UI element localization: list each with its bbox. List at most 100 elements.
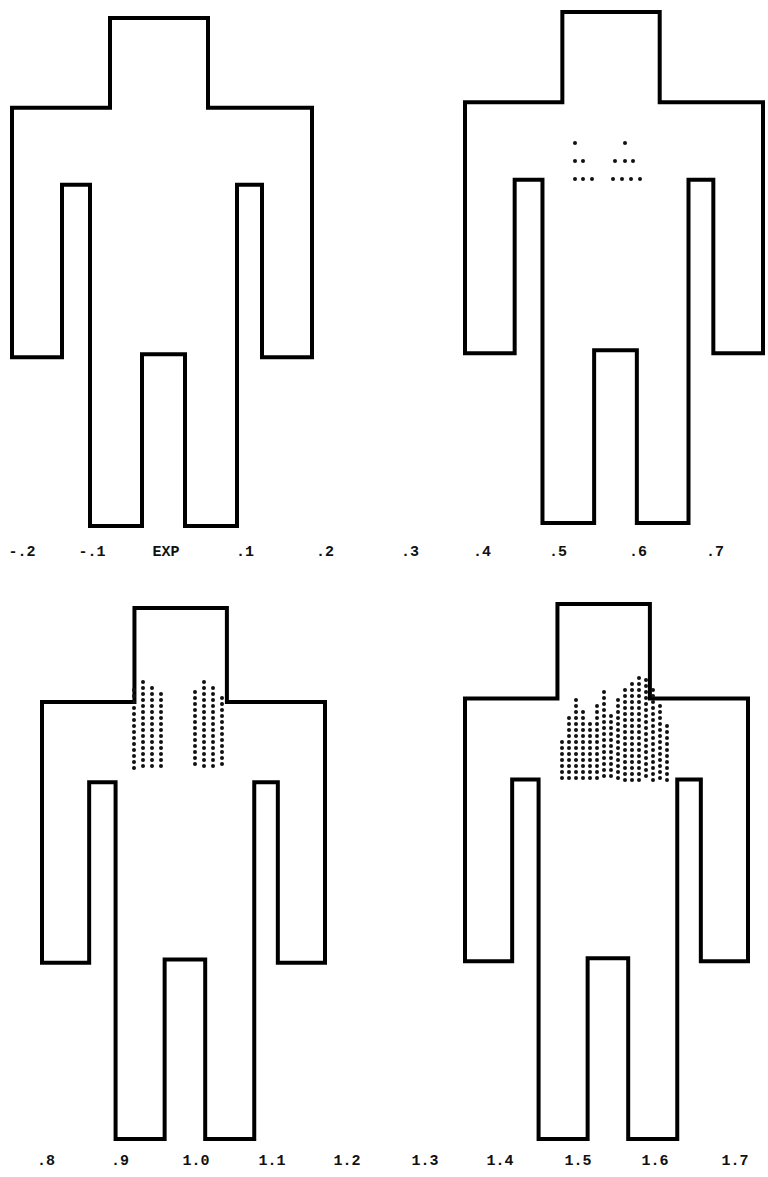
data-dot bbox=[581, 177, 585, 181]
scale-value: 1.4 bbox=[486, 1154, 513, 1169]
data-dot bbox=[595, 704, 599, 708]
scale-value: 1.0 bbox=[182, 1154, 209, 1169]
data-dot bbox=[595, 728, 599, 732]
data-dot bbox=[202, 716, 206, 720]
data-dot bbox=[644, 762, 648, 766]
data-dot bbox=[567, 722, 571, 726]
data-dot bbox=[644, 756, 648, 760]
data-dot bbox=[613, 159, 617, 163]
data-dot bbox=[132, 742, 136, 746]
data-dot bbox=[211, 692, 215, 696]
data-dot bbox=[132, 748, 136, 752]
data-dot bbox=[637, 676, 641, 680]
data-dot bbox=[651, 778, 655, 782]
data-dot bbox=[658, 770, 662, 774]
data-dot bbox=[193, 702, 197, 706]
data-dot bbox=[609, 762, 613, 766]
data-dot bbox=[637, 736, 641, 740]
data-dot bbox=[202, 722, 206, 726]
data-dot bbox=[159, 722, 163, 726]
scale-value: 1.2 bbox=[333, 1154, 360, 1169]
data-dot bbox=[637, 682, 641, 686]
data-dot bbox=[588, 746, 592, 750]
scale-value: .2 bbox=[316, 545, 334, 560]
data-dot bbox=[623, 712, 627, 716]
data-dot bbox=[609, 720, 613, 724]
data-dot bbox=[202, 686, 206, 690]
data-dot bbox=[609, 714, 613, 718]
data-dot bbox=[193, 726, 197, 730]
data-dot bbox=[211, 752, 215, 756]
data-dot bbox=[651, 694, 655, 698]
data-dot bbox=[595, 770, 599, 774]
data-dot bbox=[644, 738, 648, 742]
data-dot bbox=[581, 722, 585, 726]
data-dot bbox=[211, 734, 215, 738]
data-dot bbox=[573, 177, 577, 181]
data-dot bbox=[602, 726, 606, 730]
data-dot bbox=[665, 754, 669, 758]
data-dot bbox=[141, 716, 145, 720]
data-dot bbox=[141, 692, 145, 696]
data-dot bbox=[132, 706, 136, 710]
data-dot bbox=[560, 764, 564, 768]
data-dot bbox=[658, 776, 662, 780]
data-dot bbox=[193, 714, 197, 718]
scale-value: 1.3 bbox=[411, 1154, 438, 1169]
scale-value: .9 bbox=[111, 1154, 129, 1169]
data-dot bbox=[132, 700, 136, 704]
data-dot bbox=[141, 722, 145, 726]
data-dot bbox=[616, 734, 620, 738]
data-dot bbox=[602, 774, 606, 778]
data-dot bbox=[211, 710, 215, 714]
data-dot bbox=[220, 738, 224, 742]
data-dot bbox=[616, 716, 620, 720]
data-dot bbox=[574, 776, 578, 780]
data-dot bbox=[602, 744, 606, 748]
data-dot bbox=[616, 758, 620, 762]
data-dot bbox=[630, 718, 634, 722]
scale-value: .4 bbox=[473, 545, 491, 560]
data-dot bbox=[595, 764, 599, 768]
data-dot bbox=[665, 766, 669, 770]
scale-value: 1.5 bbox=[564, 1154, 591, 1169]
data-dot bbox=[132, 724, 136, 728]
data-dot bbox=[616, 770, 620, 774]
data-dot bbox=[581, 728, 585, 732]
data-dot bbox=[623, 736, 627, 740]
data-dot bbox=[581, 159, 585, 163]
data-dot bbox=[193, 720, 197, 724]
data-dot bbox=[616, 728, 620, 732]
data-dot bbox=[132, 694, 136, 698]
data-dot bbox=[602, 690, 606, 694]
scale-value: .7 bbox=[706, 545, 724, 560]
data-dot bbox=[202, 752, 206, 756]
data-dot bbox=[595, 722, 599, 726]
data-dot bbox=[588, 764, 592, 768]
data-dot bbox=[588, 740, 592, 744]
data-dot bbox=[637, 778, 641, 782]
data-dot bbox=[150, 698, 154, 702]
data-dot bbox=[159, 752, 163, 756]
data-dot bbox=[644, 696, 648, 700]
data-dot bbox=[609, 744, 613, 748]
data-dot bbox=[630, 730, 634, 734]
data-dot bbox=[141, 710, 145, 714]
data-dot bbox=[574, 710, 578, 714]
data-dot bbox=[651, 760, 655, 764]
data-dot bbox=[644, 726, 648, 730]
data-dot bbox=[567, 746, 571, 750]
data-dot bbox=[630, 748, 634, 752]
data-dot bbox=[220, 702, 224, 706]
data-dot bbox=[637, 772, 641, 776]
data-dot bbox=[150, 764, 154, 768]
data-dot bbox=[220, 720, 224, 724]
data-dot bbox=[651, 766, 655, 770]
data-dot bbox=[623, 742, 627, 746]
data-dot bbox=[658, 728, 662, 732]
data-dot bbox=[637, 712, 641, 716]
data-dot bbox=[574, 758, 578, 762]
data-dot bbox=[658, 716, 662, 720]
data-dot bbox=[202, 698, 206, 702]
